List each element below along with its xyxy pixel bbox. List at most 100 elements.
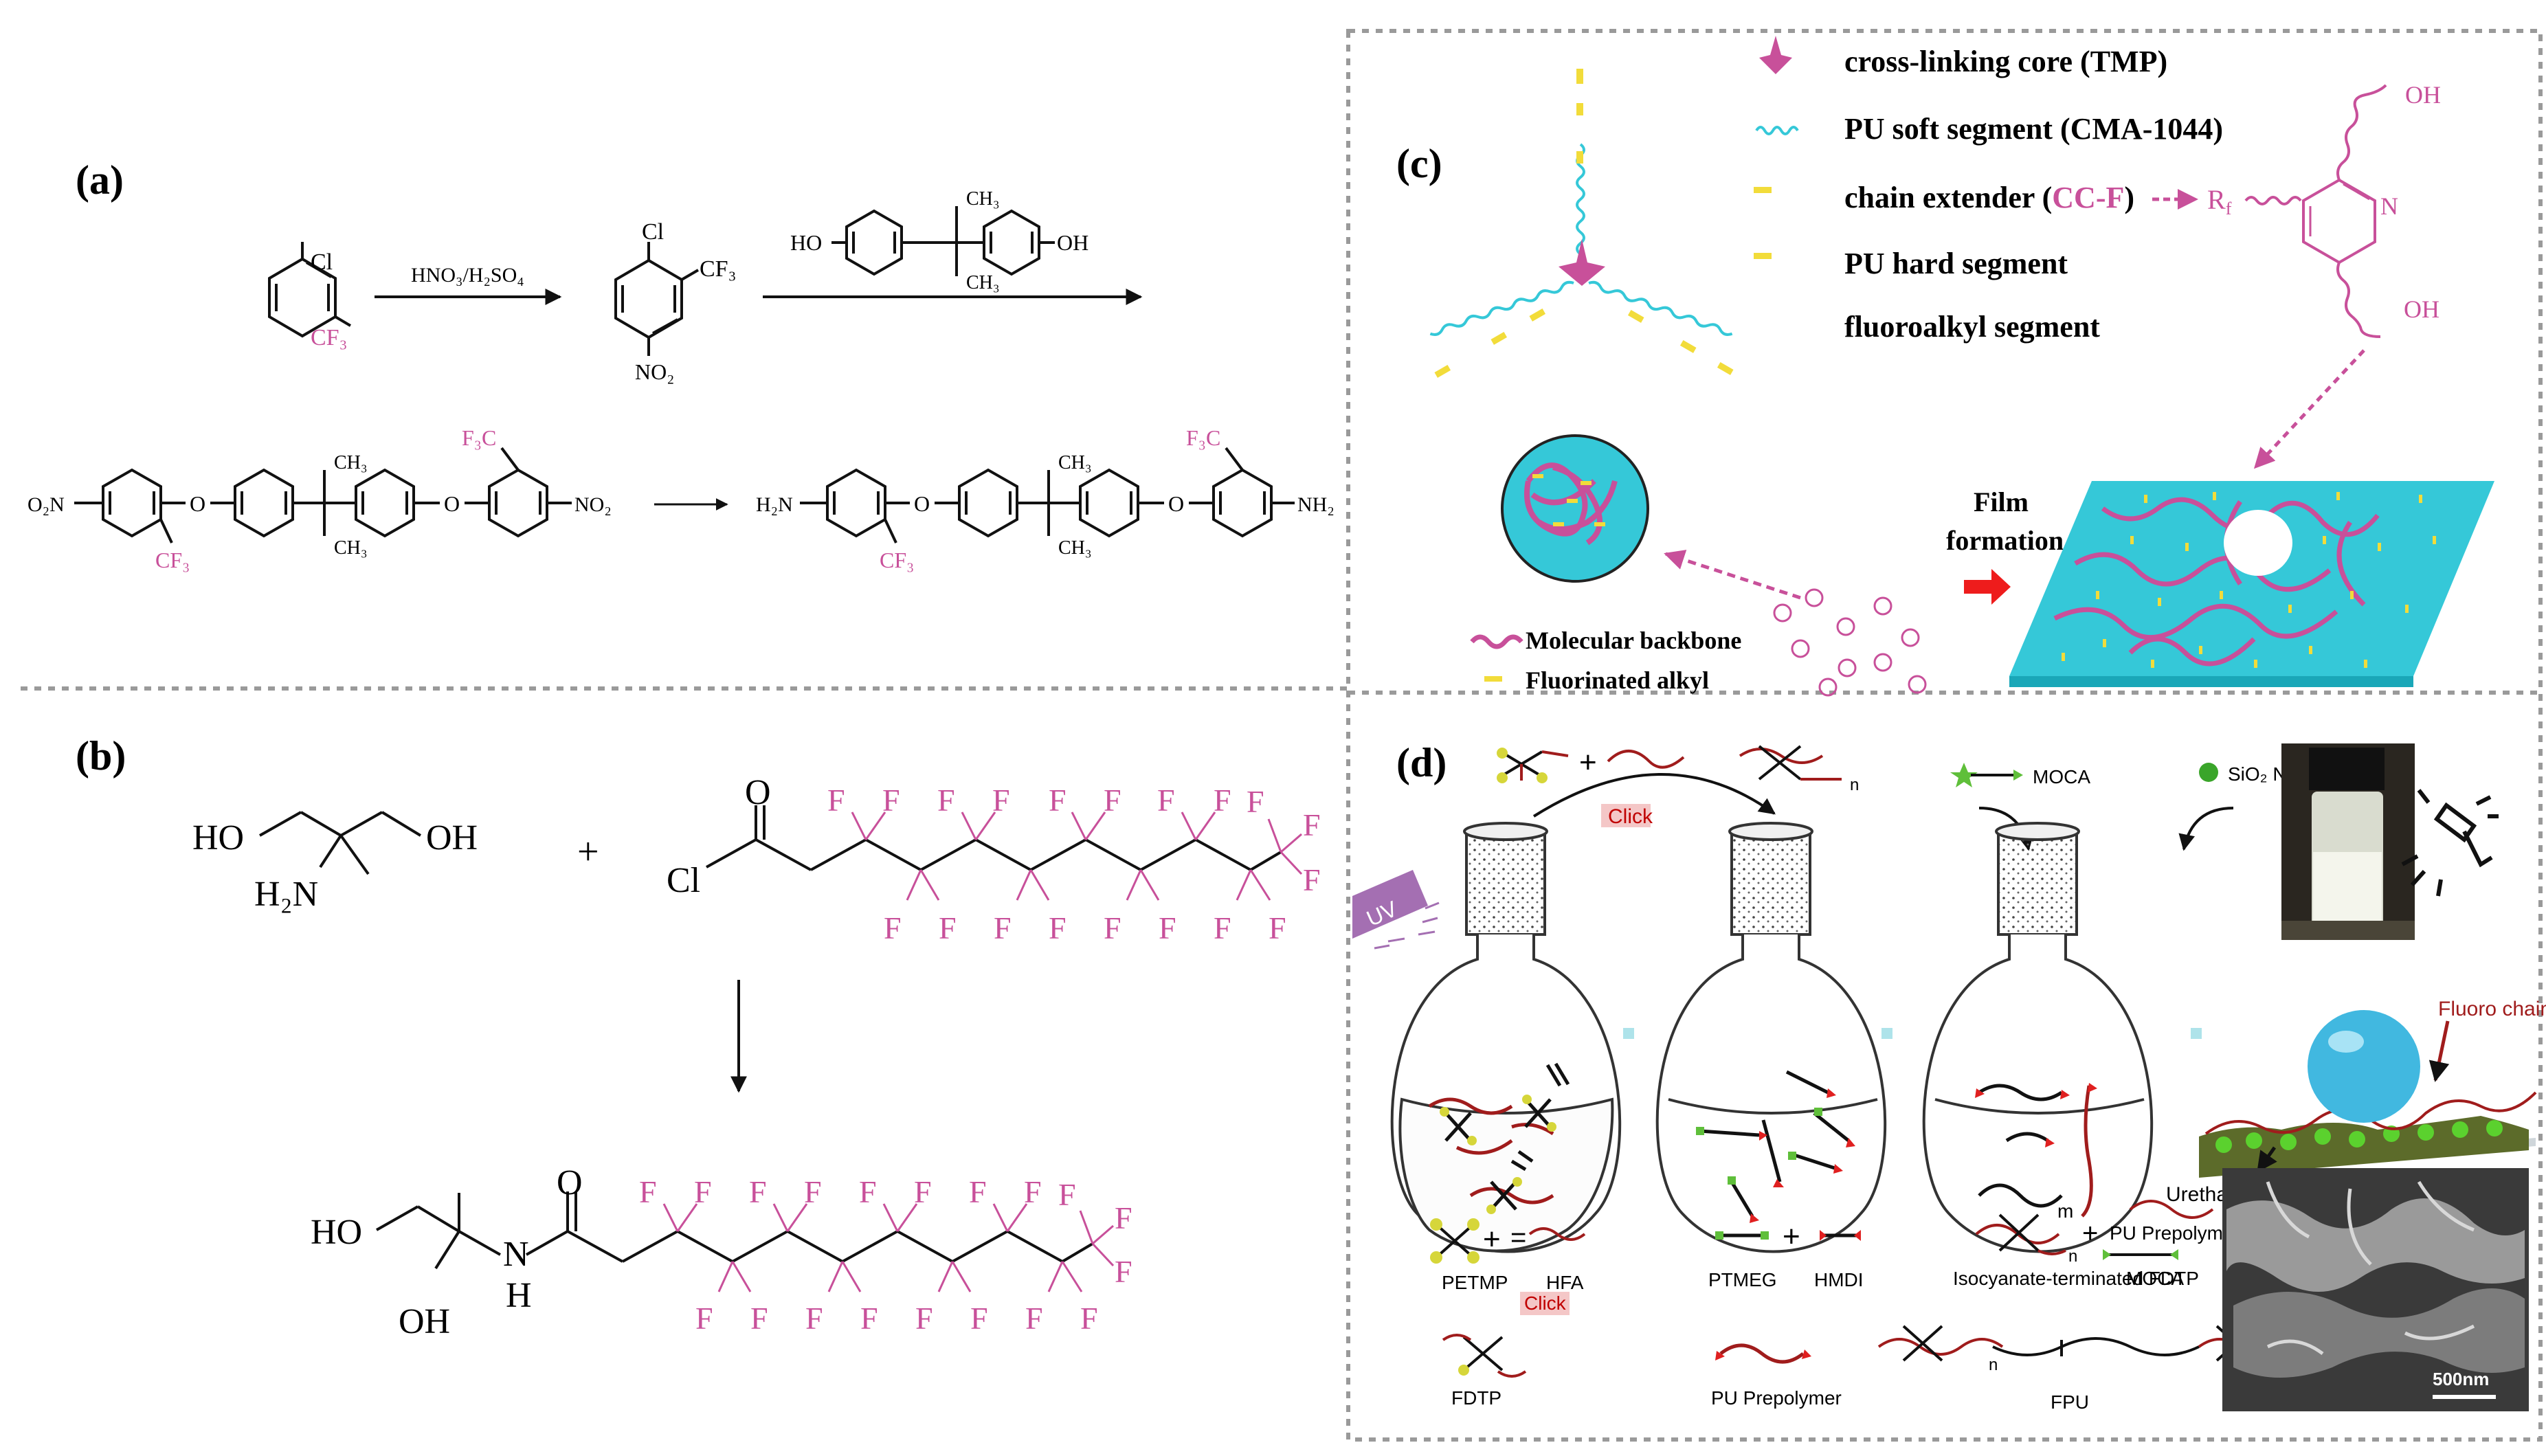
label-h2n-b1: H₂N	[254, 875, 318, 914]
legend-soft: PU soft segment (CMA-1044)	[1844, 112, 2223, 146]
fluorine-labels-b1: F F F F F F F F F F F F F F F F F F F	[827, 783, 1321, 945]
label-pu-prepolymer-right: PU Prepolymer	[2110, 1222, 2240, 1244]
legend-fluoroalkyl: fluoroalkyl segment	[1844, 310, 2100, 344]
f-b2-1: F	[639, 1174, 657, 1209]
label-petmp: PETMP	[1442, 1272, 1508, 1293]
label-o-4: O	[1168, 491, 1184, 516]
f-b2-9: F	[695, 1301, 713, 1336]
vial-photo	[2281, 743, 2415, 940]
fluorinated-alkyl-icon	[1484, 676, 1502, 682]
label-click-bottom: Click	[1524, 1292, 1567, 1314]
label-molecular-backbone: Molecular backbone	[1526, 627, 1741, 654]
f-b1-8: F	[1214, 783, 1231, 818]
fdtp-bottom	[1442, 1334, 1527, 1378]
label-oh-b1: OH	[426, 818, 478, 858]
pu-prepolymer-right	[2129, 1200, 2214, 1219]
f-b2-18: F	[1115, 1200, 1132, 1235]
fluoro-chains-pointer	[2428, 1020, 2450, 1082]
sparkles	[1623, 1028, 2202, 1039]
f-b2-16: F	[1080, 1301, 1098, 1336]
chain-extender-icon	[1754, 187, 1772, 193]
f-b1-3: F	[937, 783, 955, 818]
uv-lamp	[1352, 870, 1428, 939]
label-moca-bottom: MOCA	[2126, 1268, 2184, 1289]
plus-iso: +	[2082, 1218, 2098, 1248]
f-b2-8: F	[1024, 1174, 1042, 1209]
label-oh-bpa: OH	[1057, 230, 1088, 255]
arrow-to-micelle	[1664, 550, 1801, 600]
yellow-segments	[1434, 69, 1734, 378]
cf-bonds-b1	[851, 811, 1303, 901]
label-cf3-dn: CF₃	[155, 548, 190, 572]
f-b2-15: F	[1025, 1301, 1043, 1336]
fpu-chain	[1877, 1325, 2283, 1362]
plus-d-bottom: +	[1483, 1222, 1501, 1256]
legend-hard: PU hard segment	[1844, 247, 2068, 280]
panel-label-a: (a)	[76, 157, 124, 203]
compound-cc-f: Rf N OH OH	[2207, 81, 2441, 469]
f-b2-17: F	[1058, 1177, 1076, 1212]
panel-label-b: (b)	[76, 733, 126, 779]
hard-segment-icon	[1754, 253, 1772, 259]
compound-fluoro-amide-diol	[376, 1191, 1094, 1270]
film-slab	[2009, 481, 2494, 687]
label-o-1: O	[190, 491, 205, 516]
sio2-icon	[2199, 763, 2218, 782]
label-m-flask: m	[2057, 1200, 2073, 1222]
label-fluorinated-alkyl: Fluorinated alkyl	[1526, 667, 1709, 694]
click-badge-bottom	[1520, 1292, 1570, 1315]
f-b2-10: F	[750, 1301, 768, 1336]
label-moca-top: MOCA	[2033, 766, 2090, 787]
legend-tmp: cross-linking core (TMP)	[1844, 45, 2167, 78]
label-cf3-2: CF₃	[700, 256, 736, 282]
label-nh2: NH₂	[1297, 493, 1335, 516]
f-b1-19: F	[1303, 862, 1321, 897]
flask-2	[1655, 822, 1887, 1253]
micelle-dispersion	[1773, 588, 1927, 697]
label-click-top: Click	[1608, 805, 1653, 828]
label-pu-prepolymer-bottom: PU Prepolymer	[1711, 1387, 1842, 1409]
label-o-b1: O	[745, 773, 771, 812]
label-f3c-da: F₃C	[1186, 425, 1220, 450]
f-b2-3: F	[749, 1174, 767, 1209]
label-n-iso: n	[2068, 1247, 2077, 1266]
f-b2-6: F	[914, 1174, 932, 1209]
reagent-nitration: HNO₃/H₂SO₄	[411, 264, 524, 287]
tmp-core-icon	[1759, 36, 1792, 74]
label-n-c: N	[2380, 192, 2398, 220]
label-rf: Rf	[2207, 184, 2232, 219]
compound-diamine	[800, 447, 1295, 544]
panel-c: (c) cross-linking core (TMP) PU soft seg…	[1396, 36, 2494, 697]
label-oh-b2: OH	[399, 1302, 450, 1341]
panel-b: (b) HO OH H₂N +	[76, 733, 1321, 1341]
f-b1-17: F	[1247, 784, 1264, 819]
f-b1-9: F	[884, 910, 902, 945]
f-b2-12: F	[860, 1301, 878, 1336]
label-ho-b1: HO	[192, 818, 244, 858]
label-o-2: O	[444, 491, 460, 516]
panel-label-c: (c)	[1396, 141, 1442, 186]
label-ho-bpa: HO	[790, 230, 822, 255]
label-o2n: O₂N	[27, 493, 65, 516]
f-b1-14: F	[1159, 910, 1176, 945]
backbone-icon	[1470, 634, 1523, 649]
arrow-click-top	[1532, 773, 1776, 818]
label-o-3: O	[914, 491, 930, 516]
label-f3c-dn: F₃C	[462, 425, 496, 450]
compound-bisphenol-a	[831, 206, 1055, 276]
label-oh-c1: OH	[2405, 81, 2441, 109]
label-cl-1: Cl	[311, 249, 333, 275]
label-no2-2: NO₂	[635, 359, 674, 384]
compound-aminodiol	[259, 811, 422, 875]
label-ch3-da-bottom: CH₃	[1058, 537, 1092, 559]
f-b1-12: F	[1049, 910, 1067, 945]
arrow-sio2	[2178, 807, 2234, 851]
label-scale: 500nm	[2433, 1369, 2489, 1389]
label-hfa: HFA	[1546, 1272, 1584, 1293]
label-film: Film	[1974, 486, 2029, 517]
label-ch3-bpa-top: CH₃	[966, 188, 1000, 210]
label-formation: formation	[1946, 525, 2064, 556]
soft-segment-icon	[1755, 126, 1799, 135]
micelle-illustration	[1501, 434, 1649, 583]
